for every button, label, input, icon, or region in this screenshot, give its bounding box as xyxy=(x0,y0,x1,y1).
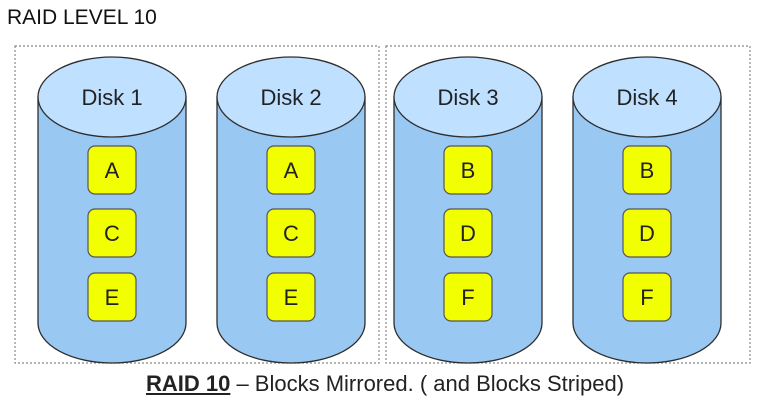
data-block xyxy=(266,145,316,195)
data-block-label: D xyxy=(460,221,476,246)
data-block-label: A xyxy=(284,158,299,183)
data-block-label: F xyxy=(461,285,474,310)
data-block xyxy=(87,208,137,258)
disk-label: Disk 4 xyxy=(616,85,677,110)
mirror-group-2-border xyxy=(385,45,751,364)
data-block xyxy=(622,272,672,322)
disk-3: Disk 3 B D F xyxy=(393,56,543,364)
data-block xyxy=(266,272,316,322)
data-block-label: E xyxy=(284,285,299,310)
data-block-label: D xyxy=(639,221,655,246)
data-block xyxy=(443,272,493,322)
data-block-label: B xyxy=(640,158,655,183)
data-block-label: E xyxy=(105,285,120,310)
disk-2: Disk 2 A C E xyxy=(216,56,366,364)
data-block xyxy=(443,208,493,258)
data-block xyxy=(622,145,672,195)
data-block xyxy=(266,208,316,258)
disk-top xyxy=(37,56,187,138)
data-block xyxy=(443,145,493,195)
data-block-label: C xyxy=(283,221,299,246)
data-block xyxy=(87,272,137,322)
data-block xyxy=(87,145,137,195)
disk-top xyxy=(393,56,543,138)
caption: RAID 10 – Blocks Mirrored. ( and Blocks … xyxy=(0,371,770,397)
disk-label: Disk 3 xyxy=(437,85,498,110)
diagram-title: RAID LEVEL 10 xyxy=(7,6,157,29)
disk-4: Disk 4 B D F xyxy=(572,56,722,364)
disk-top xyxy=(216,56,366,138)
data-block-label: C xyxy=(104,221,120,246)
data-block-label: A xyxy=(105,158,120,183)
data-block-label: F xyxy=(640,285,653,310)
caption-bold: RAID 10 xyxy=(145,371,231,396)
data-block xyxy=(622,208,672,258)
disk-label: Disk 1 xyxy=(81,85,142,110)
disk-1: Disk 1 A C E xyxy=(37,56,187,364)
caption-rest: – Blocks Mirrored. ( and Blocks Striped) xyxy=(230,371,625,396)
data-block-label: B xyxy=(461,158,476,183)
mirror-group-1-border xyxy=(14,45,380,364)
disk-label: Disk 2 xyxy=(260,85,321,110)
disk-top xyxy=(572,56,722,138)
